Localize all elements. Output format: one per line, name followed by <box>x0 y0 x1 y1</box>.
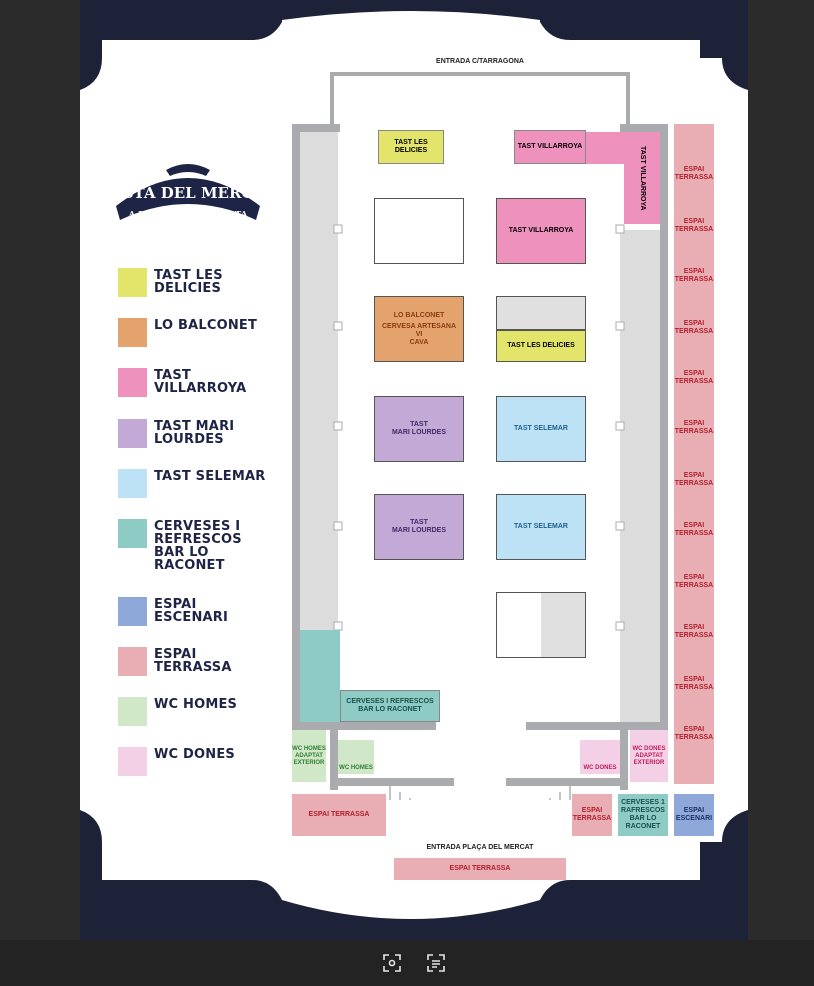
legend-swatch <box>118 368 147 397</box>
legend-swatch <box>118 747 147 776</box>
festa-logo: FESTA DEL MERCAT A LA PLAÇA D'AMPOSTA <box>110 164 266 220</box>
terrassa-side-1: ESPAI TERRASSA <box>674 166 714 181</box>
terrassa-side-5: ESPAI TERRASSA <box>674 370 714 385</box>
legend-label: TAST VILLARROYA <box>154 368 247 396</box>
stall-lo-balconet: LO BALCONET CERVESA ARTESANA VI CAVA <box>374 296 464 362</box>
zone-villarroya-connector <box>586 132 624 164</box>
legend-label: CERVESES I REFRESCOS BAR LO RACONET <box>154 519 242 573</box>
legend-label: WC HOMES <box>154 697 238 712</box>
lo-balconet-sub: CERVESA ARTESANA VI CAVA <box>381 322 457 346</box>
stall-empty-2 <box>496 592 586 658</box>
legend-label: ESPAI TERRASSA <box>154 647 232 675</box>
terrassa-side-3: ESPAI TERRASSA <box>674 268 714 283</box>
zone-wc-homes-adaptat: WC HOMES ADAPTAT EXTERIOR <box>292 730 326 782</box>
legend-swatch <box>118 697 147 726</box>
zone-tast-villarroya-side: TAST VILLARROYA <box>624 132 660 224</box>
legend-swatch <box>118 597 147 626</box>
viewer-toolbar <box>0 940 814 986</box>
text-scan-icon[interactable] <box>426 953 446 973</box>
image-viewer: FESTA DEL MERCAT A LA PLAÇA D'AMPOSTA TA… <box>80 0 748 940</box>
stall-tast-les-delicies: TAST LES DELICIES <box>496 330 586 362</box>
lo-balconet-title: LO BALCONET <box>393 311 445 319</box>
event-poster: FESTA DEL MERCAT A LA PLAÇA D'AMPOSTA TA… <box>80 0 748 940</box>
terrassa-side-10: ESPAI TERRASSA <box>674 624 714 639</box>
stall-grey-upper <box>496 296 586 330</box>
terrassa-side-column: ESPAI TERRASSA ESPAI TERRASSA ESPAI TERR… <box>674 124 714 784</box>
zone-terrassa-bottom-left: ESPAI TERRASSA <box>292 794 386 836</box>
legend-swatch <box>118 419 147 448</box>
floor-plan-walls <box>292 72 668 800</box>
zone-terrassa-bottom: ESPAI TERRASSA <box>394 858 566 880</box>
stall-selemar-1: TAST SELEMAR <box>496 396 586 462</box>
stall-mari-lourdes-1: TAST MARI LOURDES <box>374 396 464 462</box>
stall-mari-lourdes-2: TAST MARI LOURDES <box>374 494 464 560</box>
terrassa-side-7: ESPAI TERRASSA <box>674 472 714 487</box>
legend-label: LO BALCONET <box>154 318 258 333</box>
terrassa-side-9: ESPAI TERRASSA <box>674 574 714 589</box>
zone-tast-villarroya-top: TAST VILLARROYA <box>514 130 586 164</box>
zone-wc-homes: WC HOMES <box>338 740 374 774</box>
legend-swatch <box>118 519 147 548</box>
legend-swatch <box>118 469 147 498</box>
legend-swatch <box>118 268 147 297</box>
stall-tast-villarroya: TAST VILLARROYA <box>496 198 586 264</box>
terrassa-side-6: ESPAI TERRASSA <box>674 420 714 435</box>
legend-label: WC DONES <box>154 747 235 762</box>
stall-selemar-2: TAST SELEMAR <box>496 494 586 560</box>
terrassa-side-4: ESPAI TERRASSA <box>674 320 714 335</box>
zone-wc-dones-adaptat: WC DONES ADAPTAT EXTERIOR <box>630 730 668 782</box>
entrance-bottom-label: ENTRADA PLAÇA DEL MERCAT <box>426 844 534 851</box>
terrassa-side-12: ESPAI TERRASSA <box>674 726 714 741</box>
terrassa-side-8: ESPAI TERRASSA <box>674 522 714 537</box>
zone-cerveses-inside: CERVESES I REFRESCOS BAR LO RACONET <box>340 690 440 722</box>
zone-cerveses-bottom: CERVESES 1 RAFRESCOS BAR LO RACONET <box>618 794 668 836</box>
logo-line1: FESTA DEL MERCAT <box>110 184 266 202</box>
logo-line2: A LA PLAÇA D'AMPOSTA <box>128 210 248 220</box>
terrassa-side-2: ESPAI TERRASSA <box>674 218 714 233</box>
terrassa-side-11: ESPAI TERRASSA <box>674 676 714 691</box>
legend-swatch <box>118 318 147 347</box>
legend-swatch <box>118 647 147 676</box>
legend-label: TAST MARI LOURDES <box>154 419 235 447</box>
stall-empty-1 <box>374 198 464 264</box>
zone-tast-les-delicies-top: TAST LES DELICIES <box>378 130 444 164</box>
zone-escenari: ESPAI ESCENARI <box>674 794 714 836</box>
zone-cerveses-vertical <box>300 630 340 722</box>
legend-label: TAST SELEMAR <box>154 469 266 484</box>
entrance-top-label: ENTRADA C/TARRAGONA <box>436 58 524 65</box>
legend-label: TAST LES DELICIES <box>154 268 223 296</box>
zone-wc-dones: WC DONES <box>580 740 620 774</box>
screenshot-region-icon[interactable] <box>382 953 402 973</box>
zone-terrassa-bottom-mid: ESPAI TERRASSA <box>572 794 612 836</box>
legend-label: ESPAI ESCENARI <box>154 597 229 625</box>
